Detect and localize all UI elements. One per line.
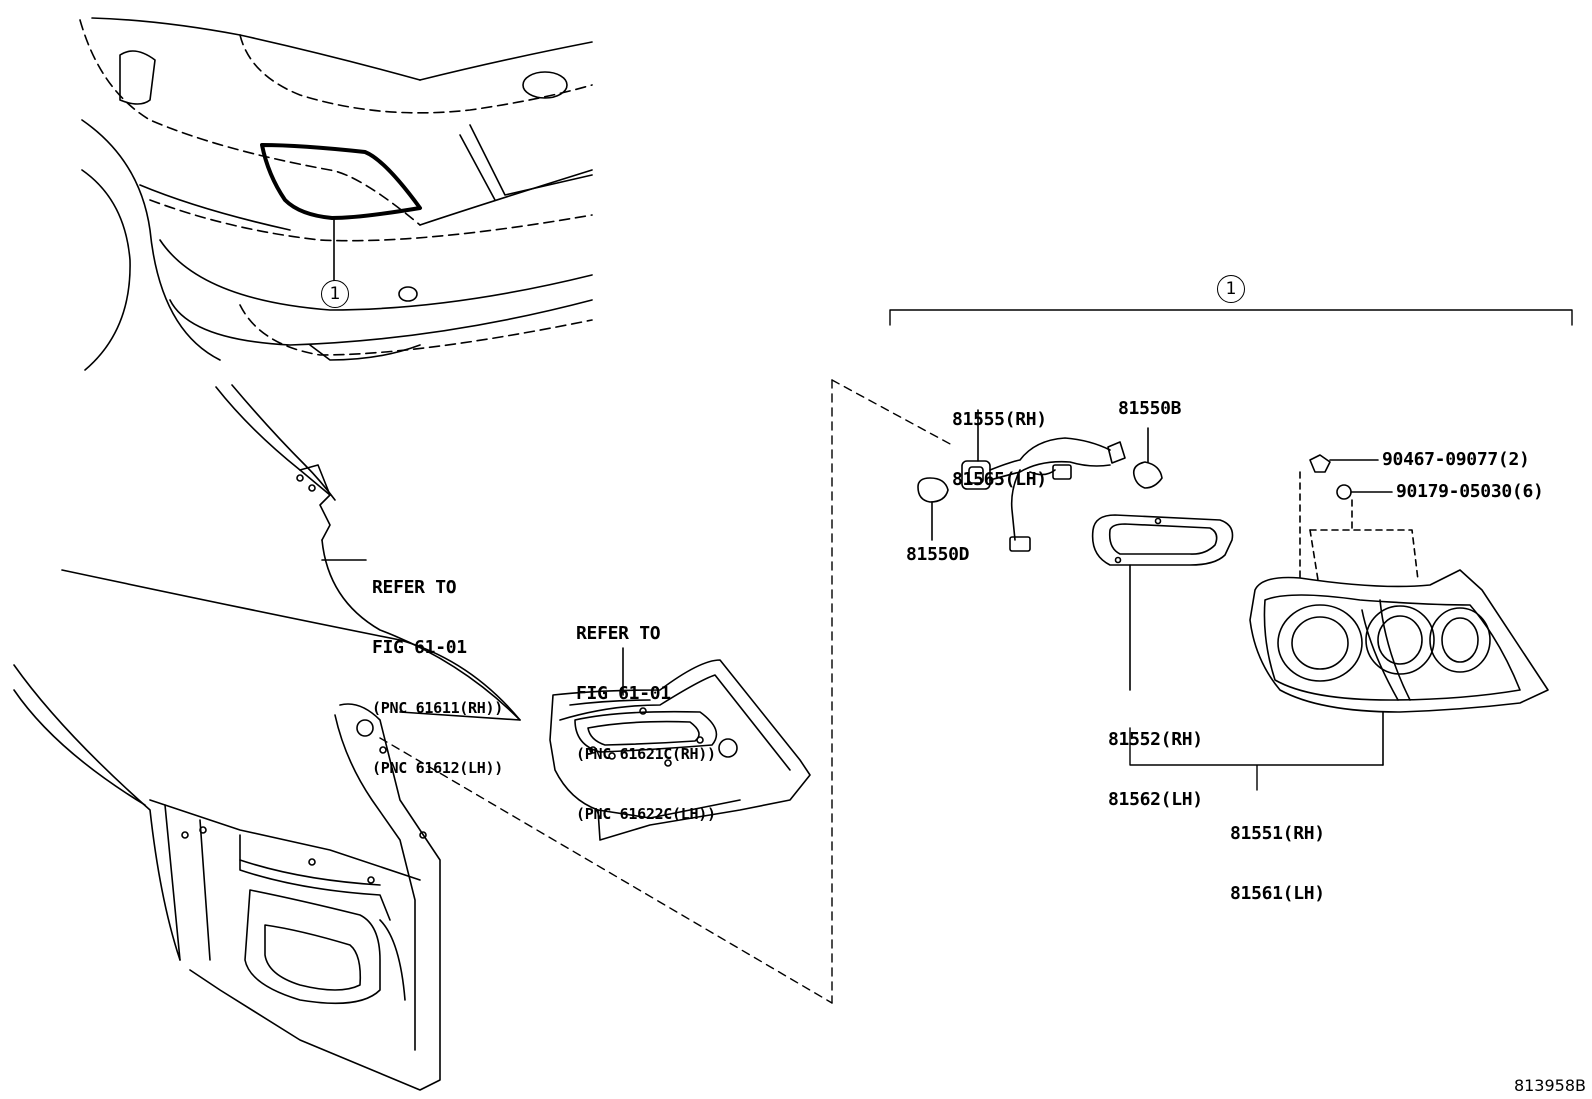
label-bulb-b: 81550B xyxy=(1118,398,1182,419)
assembly-bracket xyxy=(889,309,1573,326)
quarter-panel xyxy=(13,384,521,1091)
inner-panel xyxy=(549,647,811,841)
bulb-81550D xyxy=(917,477,949,541)
label-refer-to-1: REFER TO FIG 61-01 (PNC 61611(RH)) (PNC … xyxy=(372,577,503,778)
tail-lamp-81551 xyxy=(1249,529,1549,766)
label-bulb-d: 81550D xyxy=(906,544,970,565)
label-gasket: 81552(RH) 81562(LH) xyxy=(1108,729,1203,810)
car-rear-view xyxy=(79,17,593,371)
fasteners xyxy=(1299,454,1393,581)
label-refer-to-2: REFER TO FIG 61-01 (PNC 61621C(RH)) (PNC… xyxy=(576,623,716,824)
callout-1-car: 1 xyxy=(321,280,349,308)
leader-dashes xyxy=(379,379,953,1004)
gasket-81552 xyxy=(1091,514,1234,691)
label-lamp: 81551(RH) 81561(LH) xyxy=(1230,823,1325,904)
label-screw: 90467-09077(2) xyxy=(1382,449,1530,470)
socket-wire-81555 xyxy=(961,409,1126,552)
figure-number: 813958B xyxy=(1513,1076,1586,1095)
label-socket: 81555(RH) 81565(LH) xyxy=(952,409,1047,490)
bulb-81550B xyxy=(1132,427,1163,489)
label-nut: 90179-05030(6) xyxy=(1396,481,1544,502)
lamp-leader xyxy=(1129,727,1384,791)
callout-1-assembly: 1 xyxy=(1217,275,1245,303)
